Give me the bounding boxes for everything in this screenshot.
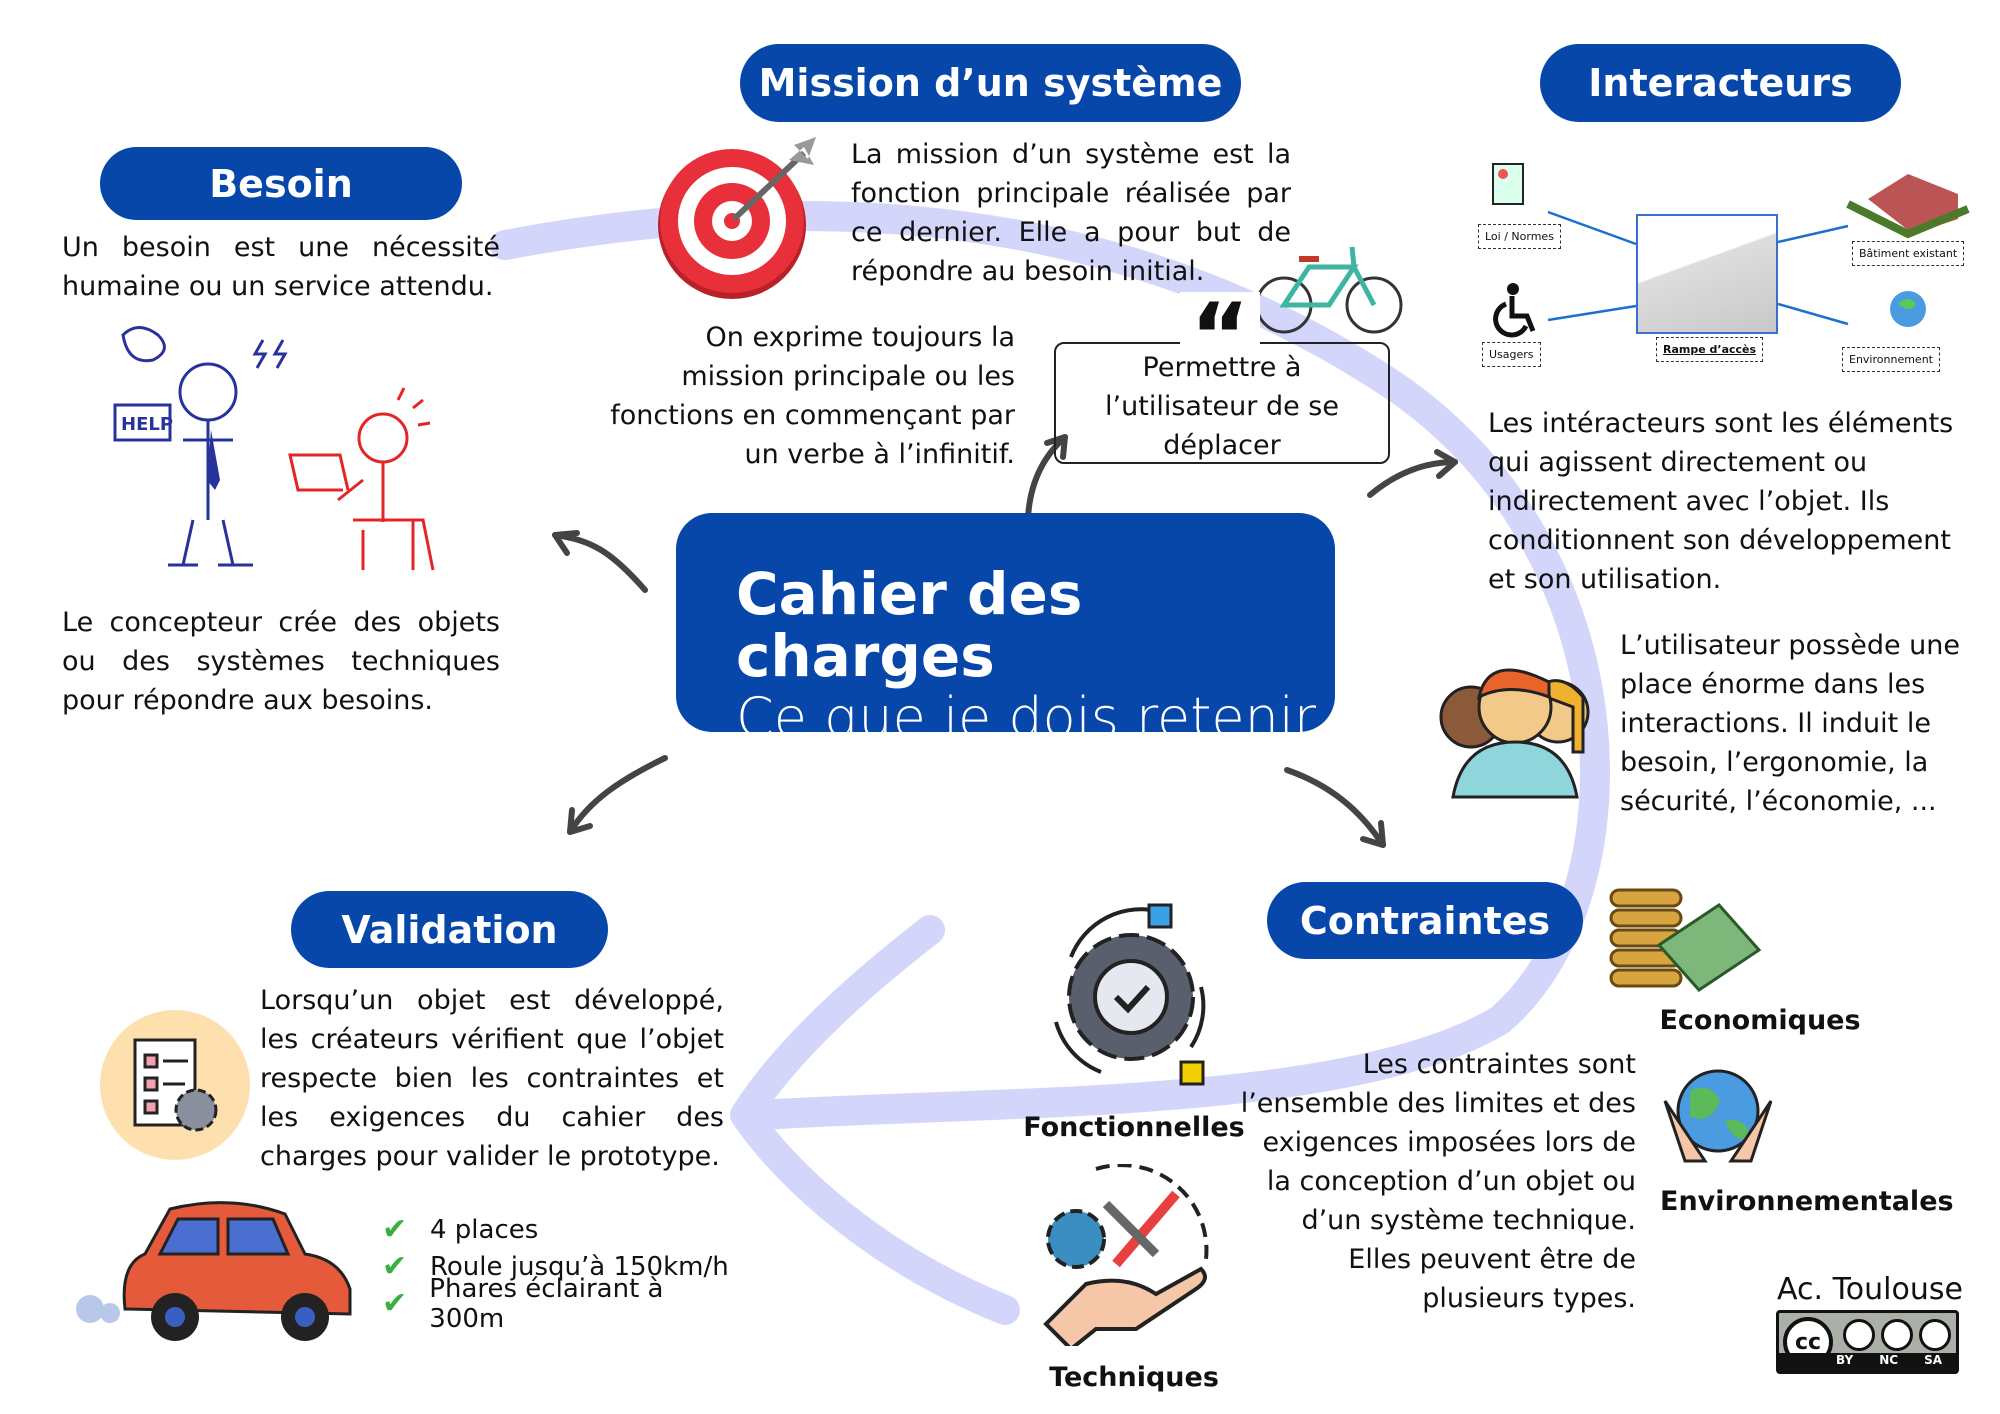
tools-hand-icon [1043, 1164, 1209, 1346]
validation-text: Lorsqu’un objet est développé, les créat… [260, 985, 724, 1172]
interacteurs-heading: Interacteurs [1540, 44, 1901, 122]
besoin-text: Un besoin est une nécessité humaine ou u… [62, 232, 500, 302]
gear-check-icon [1054, 903, 1206, 1086]
sa-icon [1919, 1319, 1951, 1351]
central-title-box: Cahier des charges Ce que je dois reteni… [676, 513, 1335, 749]
quote-mark-icon: “ [1180, 292, 1260, 350]
checklist-item-label: 4 places [430, 1214, 539, 1245]
target-icon [658, 137, 816, 299]
checklist-item-label: Phares éclairant à 300m [429, 1273, 664, 1334]
by-icon [1843, 1319, 1875, 1351]
interacteur-label: Bâtiment existant [1852, 241, 1965, 266]
connector-lines [1492, 163, 1970, 338]
checklist-document-icon [100, 1010, 250, 1160]
checklist-item-label: Roule jusqu’à 150km/h [430, 1251, 729, 1282]
checklist-item: ✔ Phares éclairant à 300m [382, 1274, 742, 1334]
license-nc: NC [1879, 1353, 1899, 1367]
interacteurs-diagram: Loi / Normes Usagers Bâtiment existant E… [1468, 154, 1974, 372]
users-group-icon [1439, 668, 1590, 799]
interacteur-label: Usagers [1482, 342, 1541, 367]
check-icon: ✔ [382, 1249, 408, 1284]
car-icon [76, 1201, 352, 1341]
validation-checklist: ✔ 4 places ✔ Roule jusqu’à 150km/h ✔ Phares… [382, 1211, 742, 1334]
contrainte-type-environnementales: Environnementales [1660, 1186, 1954, 1217]
concepteur-text: Le concepteur crée des objets ou des sys… [62, 607, 500, 716]
check-icon: ✔ [382, 1286, 408, 1321]
interacteurs-text: Les intéracteurs sont les éléments qui a… [1488, 408, 1954, 595]
bicycle-icon [1255, 246, 1403, 334]
check-icon: ✔ [382, 1212, 408, 1247]
mission-text: La mission d’un système est la fonction … [851, 139, 1291, 287]
contrainte-type-economiques: Economiques [1659, 1005, 1861, 1036]
contraintes-heading: Contraintes [1267, 882, 1583, 959]
central-title: Cahier des charges [736, 560, 1083, 690]
mission-quote-text: Permettre à l’utilisateur de se déplacer [1105, 352, 1339, 461]
interacteur-label: Environnement [1842, 347, 1940, 372]
mission-heading: Mission d’un système [740, 44, 1241, 122]
contrainte-type-fonctionnelles: Fonctionnelles [1023, 1112, 1245, 1143]
ramp-image [1636, 214, 1778, 334]
money-icon [1609, 888, 1762, 992]
central-subtitle: Ce que je dois retenir [736, 686, 1317, 749]
help-sign-text: HELP [121, 414, 173, 435]
license-sa: SA [1924, 1353, 1942, 1367]
contrainte-type-techniques: Techniques [1049, 1362, 1219, 1393]
checklist-item: ✔ 4 places [382, 1211, 742, 1248]
earth-hands-icon [1663, 1069, 1773, 1163]
besoin-heading: Besoin [100, 147, 462, 220]
mission-expression-text: On exprime toujours la mission principal… [610, 322, 1015, 470]
interacteur-center-label: Rampe d’accès [1656, 337, 1764, 362]
nc-icon [1881, 1319, 1913, 1351]
interacteur-label: Loi / Normes [1478, 224, 1561, 249]
author-credit: Ac. Toulouse [1777, 1272, 1963, 1307]
checklist-item: ✔ Roule jusqu’à 150km/h [382, 1248, 742, 1285]
license-by: BY [1836, 1353, 1854, 1367]
utilisateur-text: L’utilisateur possède une place énorme d… [1620, 630, 1961, 817]
besoin-illustration: HELP [113, 326, 435, 571]
contraintes-text: Les contraintes sont l’ensemble des limi… [1240, 1049, 1636, 1314]
validation-heading: Validation [291, 891, 608, 968]
